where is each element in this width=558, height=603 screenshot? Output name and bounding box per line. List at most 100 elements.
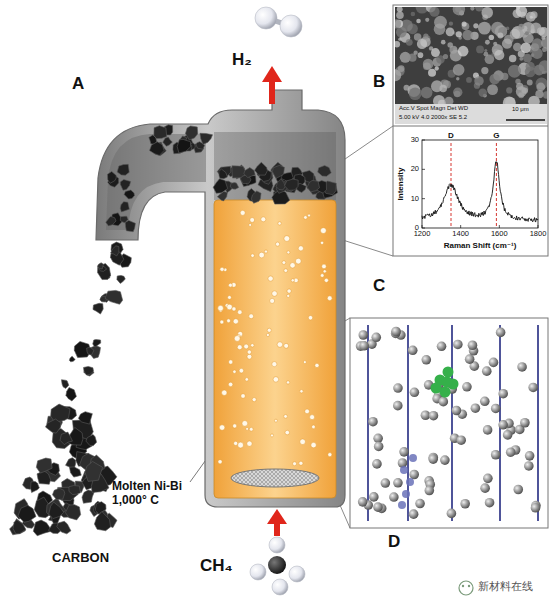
sem-grain bbox=[429, 7, 439, 17]
metal-atom bbox=[440, 455, 450, 465]
gas-bubble bbox=[311, 442, 317, 448]
gas-bubble bbox=[247, 441, 252, 446]
sem-grain bbox=[487, 84, 498, 95]
sem-grain bbox=[525, 31, 529, 35]
carbon-lump bbox=[93, 340, 101, 348]
gas-bubble bbox=[228, 283, 232, 287]
carbon-lump bbox=[120, 202, 129, 212]
sem-grain bbox=[417, 39, 427, 49]
sem-grain bbox=[398, 37, 401, 40]
spout-channel bbox=[106, 134, 206, 230]
carbon-lump bbox=[85, 461, 103, 481]
hydrogen-atom bbox=[272, 579, 288, 595]
hydrogen-atom bbox=[269, 537, 285, 553]
metal-atom bbox=[358, 497, 368, 507]
metal-atom bbox=[491, 450, 501, 460]
metal-atom bbox=[359, 341, 369, 351]
gas-bubble bbox=[242, 421, 248, 427]
carbon-lump bbox=[150, 142, 165, 156]
metal-atom bbox=[358, 330, 368, 340]
gas-bubble bbox=[237, 310, 242, 315]
sem-grain bbox=[478, 22, 491, 35]
carbon-lump bbox=[124, 190, 134, 199]
gas-bubble bbox=[251, 254, 255, 258]
carbon-lump bbox=[163, 137, 173, 146]
material-label: CARBON bbox=[52, 551, 109, 566]
gas-bubble bbox=[287, 251, 290, 254]
carbon-lump bbox=[244, 168, 255, 178]
metal-atom bbox=[437, 342, 447, 352]
carbon-lump bbox=[36, 458, 52, 473]
carbon-lump bbox=[230, 183, 238, 190]
carbon-lump bbox=[33, 520, 52, 536]
gas-bubble bbox=[272, 362, 277, 367]
metal-atom bbox=[453, 340, 463, 350]
sem-grain bbox=[526, 12, 536, 22]
carbon-atom bbox=[406, 478, 414, 486]
sem-grain bbox=[404, 85, 410, 91]
gas-bubble bbox=[278, 222, 281, 225]
gas-bubble bbox=[299, 461, 303, 465]
gas-bubble bbox=[237, 345, 242, 350]
peak-label: G bbox=[493, 131, 499, 140]
sem-grain bbox=[396, 12, 404, 20]
gas-bubble bbox=[228, 382, 233, 387]
tick-mark bbox=[422, 198, 425, 199]
flow-arrow bbox=[269, 80, 275, 104]
sem-grain bbox=[543, 91, 547, 98]
sem-grain bbox=[489, 74, 500, 85]
gas-bubble bbox=[247, 354, 252, 359]
metal-atom bbox=[372, 459, 382, 469]
gas-bubble bbox=[286, 381, 289, 384]
gas-bubble bbox=[266, 333, 269, 336]
gas-bubble bbox=[287, 294, 290, 297]
gas-bubble bbox=[252, 398, 256, 402]
metal-atom bbox=[429, 411, 439, 421]
gas-bubble bbox=[308, 214, 311, 217]
metal-atom bbox=[399, 447, 409, 457]
panel-letter: D bbox=[388, 532, 400, 552]
flow-arrow bbox=[274, 522, 280, 536]
sem-image bbox=[395, 7, 547, 104]
carbon-lump bbox=[18, 505, 36, 522]
tick-label: 1800 bbox=[530, 230, 547, 239]
metal-atom bbox=[480, 396, 490, 406]
methane-molecule bbox=[431, 383, 442, 394]
sem-grain bbox=[418, 52, 424, 58]
vessel-headspace bbox=[214, 132, 336, 200]
gas-bubble bbox=[249, 223, 252, 226]
carbon-lump bbox=[45, 419, 60, 433]
metal-atom bbox=[373, 502, 383, 512]
sem-grain bbox=[423, 59, 434, 70]
metal-atom bbox=[409, 470, 419, 480]
sem-grain bbox=[532, 48, 543, 59]
carbon-lump bbox=[65, 505, 80, 520]
gas-bubble bbox=[222, 390, 227, 395]
carbon-lump bbox=[318, 166, 332, 177]
sem-grain bbox=[406, 39, 413, 46]
gas-bubble bbox=[293, 462, 297, 466]
gas-bubble bbox=[240, 210, 245, 215]
carbon-lump bbox=[120, 216, 128, 223]
sem-grain bbox=[481, 67, 488, 74]
carbon-lump bbox=[51, 404, 70, 422]
sem-grain bbox=[521, 42, 531, 52]
gas-bubble bbox=[219, 425, 225, 431]
carbon-lump bbox=[217, 191, 227, 200]
carbon-lump bbox=[94, 512, 110, 531]
sem-grain bbox=[495, 25, 507, 37]
carbon-atom bbox=[402, 490, 410, 498]
scale-bar bbox=[506, 119, 545, 121]
metal-atom bbox=[368, 417, 378, 427]
carbon-lump bbox=[120, 180, 130, 191]
sem-grain bbox=[531, 22, 542, 33]
metal-atom bbox=[456, 435, 466, 445]
metal-atom bbox=[531, 503, 541, 513]
metal-atom bbox=[483, 425, 493, 435]
carbon-lump bbox=[125, 220, 135, 231]
sem-grain bbox=[425, 18, 429, 22]
hydrogen-atom bbox=[289, 566, 305, 582]
metal-atom bbox=[389, 492, 399, 502]
metal-atom bbox=[393, 383, 403, 393]
tick-label: 1200 bbox=[414, 230, 431, 239]
